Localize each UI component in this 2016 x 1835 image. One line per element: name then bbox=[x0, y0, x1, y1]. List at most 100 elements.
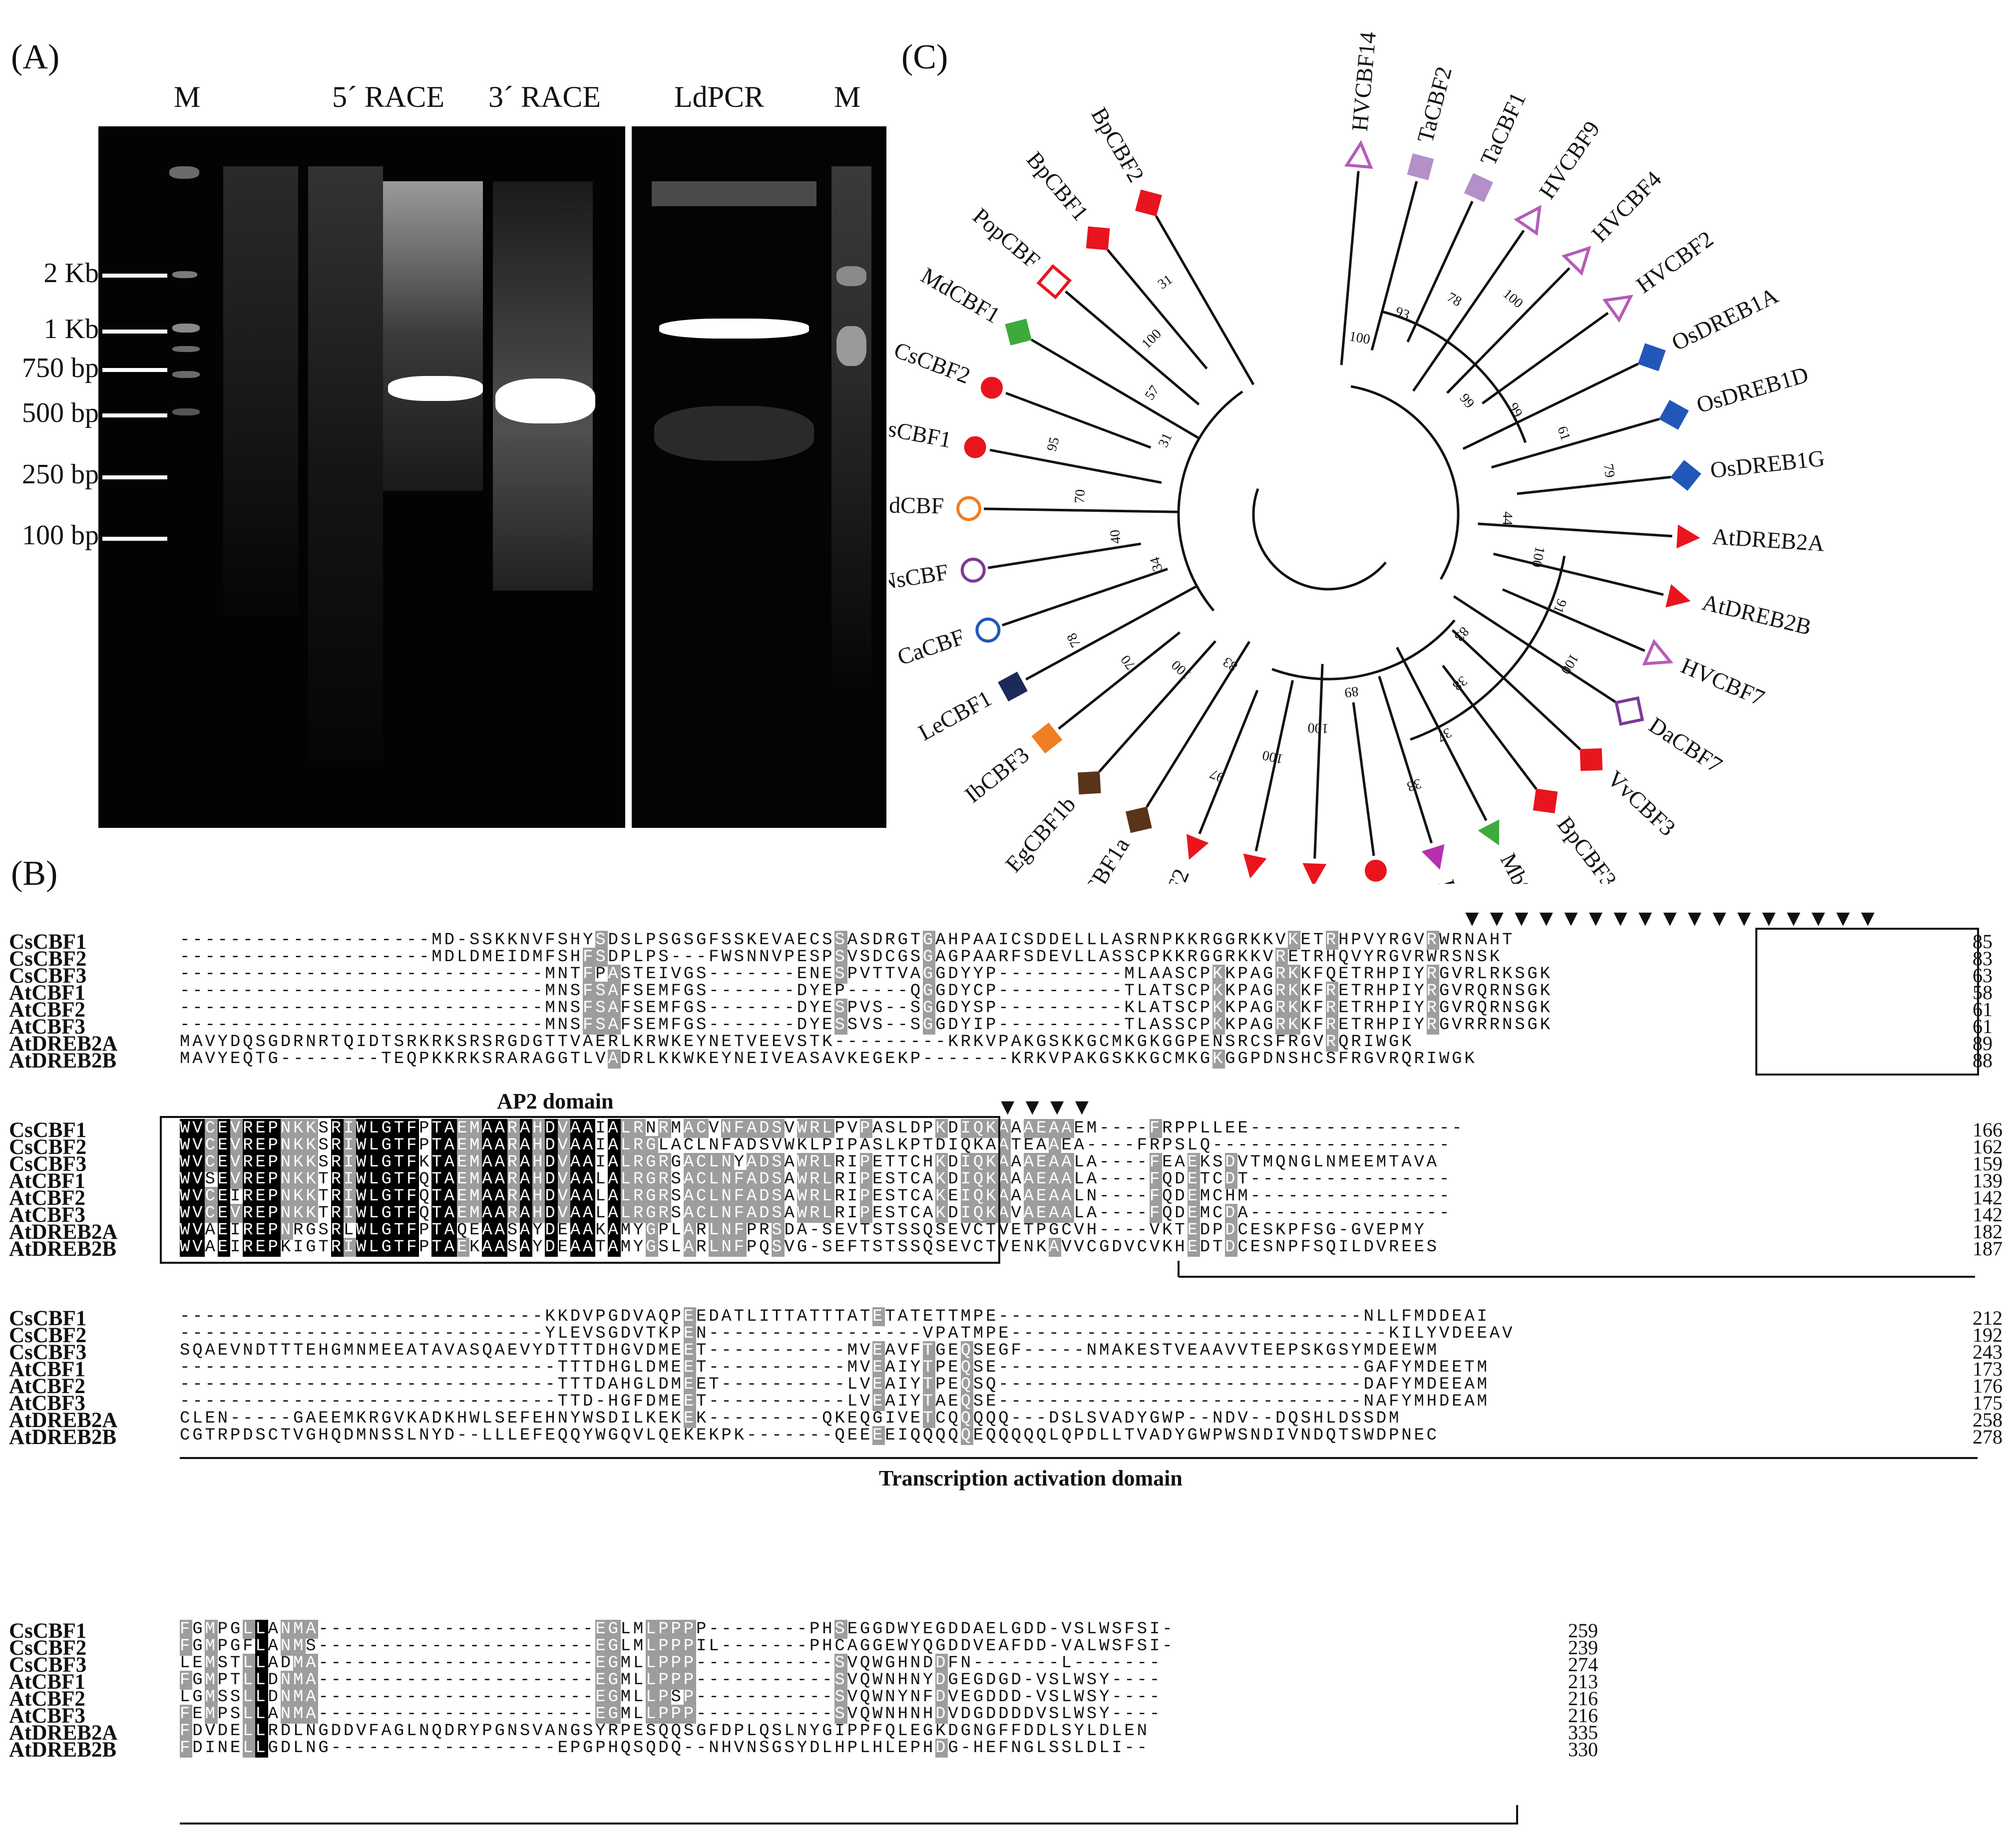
residue-count: 258 bbox=[1973, 1409, 2003, 1431]
bootstrap-value: 57 bbox=[1142, 382, 1163, 403]
tree-branch bbox=[987, 542, 1142, 569]
residue-count: 330 bbox=[1568, 1738, 1598, 1761]
red-diamond-icon bbox=[1533, 788, 1558, 813]
sequence-row: WVCEVREPNKKTRIWLGTFQTAEMAARAHDVAALALRGRS… bbox=[180, 1204, 1452, 1223]
marker-tick bbox=[102, 537, 167, 541]
residue-count: 142 bbox=[1973, 1186, 2003, 1209]
tree-branch bbox=[1406, 201, 1474, 343]
residue-count: 278 bbox=[1973, 1426, 2003, 1448]
sequence-row: FGMPGFLANMS----------------------EGLMLPP… bbox=[180, 1637, 1175, 1656]
leaf-label: BpCBF3 bbox=[1552, 812, 1621, 884]
residue-count: 335 bbox=[1568, 1721, 1598, 1744]
leaf-label: MbCBF1 bbox=[1496, 849, 1558, 884]
violet-open-triangle-icon bbox=[1602, 295, 1633, 323]
sequence-name: CsCBF3 bbox=[9, 1653, 87, 1677]
sequence-name: CsCBF3 bbox=[9, 1341, 87, 1364]
red-triangle-icon bbox=[1186, 834, 1209, 860]
tree-branch bbox=[1030, 339, 1200, 440]
leaf-label: NsCBF bbox=[889, 559, 950, 595]
conserved-residue-markers: ▼▼▼▼ bbox=[996, 1094, 1096, 1119]
sequence-row: CGTRPDSCTVGHQDMNSSLNYD--LLLEFEQQYWGQVLQE… bbox=[180, 1426, 1439, 1445]
marker-tick bbox=[102, 368, 167, 372]
sequence-row: FGMPGLLANMA----------------------EGLMLPP… bbox=[180, 1620, 1175, 1639]
tree-branch bbox=[1462, 363, 1639, 450]
leaf-label: AtDREB2A bbox=[1711, 523, 1825, 556]
magenta-triangle-icon bbox=[1421, 844, 1445, 870]
leaf-label: HVCBF2 bbox=[1631, 226, 1718, 298]
sequence-row: FDVDELLRDLNGDDVFAGLNQDRYPGNSVANGSYRPESQQ… bbox=[180, 1722, 1150, 1741]
sequence-name: CsCBF1 bbox=[9, 1307, 87, 1330]
orange-open-circle-icon bbox=[956, 496, 982, 521]
brown-diamond-icon bbox=[1078, 771, 1101, 795]
bootstrap-value: 99 bbox=[1505, 400, 1526, 420]
tree-branch bbox=[1442, 665, 1538, 790]
tree-branch bbox=[1271, 619, 1456, 681]
red-triangle-icon bbox=[1665, 584, 1691, 608]
bootstrap-value: 70 bbox=[1072, 489, 1088, 504]
sequence-row: -----------------------------YLEVSGDVTKP… bbox=[180, 1324, 1515, 1343]
sequence-name: CsCBF1 bbox=[9, 930, 87, 954]
tree-branch bbox=[1446, 267, 1571, 394]
bootstrap-value: 100 bbox=[1558, 651, 1582, 677]
tree-branch bbox=[1370, 181, 1418, 351]
tree-branch bbox=[1451, 629, 1582, 750]
tree-branch bbox=[989, 448, 1162, 484]
leaf-label: PaCBF1 bbox=[1434, 877, 1481, 884]
sequence-name: AtCBF1 bbox=[9, 1358, 85, 1381]
residue-count: 61 bbox=[1973, 998, 1993, 1021]
lane-label-ldpcr: LdPCR bbox=[674, 80, 765, 113]
residue-count: 173 bbox=[1973, 1358, 2003, 1380]
tree-branch bbox=[1177, 390, 1243, 612]
sequence-name: CsCBF3 bbox=[9, 964, 87, 988]
sequence-row: WVAEIREPNRGSRLWLGTFPTAQEAASAYDEAAKAMYGPL… bbox=[180, 1221, 1427, 1240]
sequence-row: -----------------------------MNSFSAFSEMF… bbox=[180, 982, 1553, 1001]
bootstrap-value: 99 bbox=[1457, 390, 1478, 411]
residue-count: 216 bbox=[1568, 1704, 1598, 1727]
activation-domain-line bbox=[180, 1457, 1978, 1459]
sequence-row: -----------------------------MNSFSAFSEMF… bbox=[180, 999, 1553, 1018]
tree-branch bbox=[1001, 568, 1168, 627]
navy-square-icon bbox=[998, 672, 1028, 702]
leaf-label: HVCBF7 bbox=[1677, 653, 1768, 711]
violet-open-triangle-icon bbox=[1514, 205, 1542, 236]
green-diamond-icon bbox=[1005, 319, 1032, 346]
tree-branch bbox=[1106, 249, 1208, 369]
sequence-name: AtCBF2 bbox=[9, 1186, 85, 1210]
red-open-square-icon bbox=[1036, 264, 1072, 300]
marker-label-1kb: 1 Kb bbox=[43, 314, 99, 345]
tree-branch bbox=[1481, 312, 1609, 404]
residue-count: 83 bbox=[1973, 947, 1993, 970]
residue-count: 176 bbox=[1973, 1375, 2003, 1397]
activation-domain-line bbox=[180, 1823, 1518, 1825]
sequence-row: ------------------------------TTTDHGLDME… bbox=[180, 1358, 1490, 1377]
sequence-name: AtDREB2A bbox=[9, 1409, 118, 1432]
residue-count: 175 bbox=[1973, 1392, 2003, 1414]
sequence-name: AtCBF2 bbox=[9, 1687, 85, 1711]
bootstrap-value: 31 bbox=[1156, 430, 1176, 449]
leaf-label: VvCBF3 bbox=[1603, 765, 1680, 841]
red-diamond-icon bbox=[1580, 748, 1603, 771]
sequence-name: AtCBF1 bbox=[9, 981, 85, 1005]
residue-count: 63 bbox=[1973, 964, 1993, 987]
residue-count: 139 bbox=[1973, 1169, 2003, 1192]
residue-count: 216 bbox=[1568, 1687, 1598, 1710]
bootstrap-value: 100 bbox=[1348, 329, 1371, 348]
bootstrap-value: 78 bbox=[1064, 631, 1084, 650]
sequence-row: --------------------MD-SSKKNVFSHYSDSLPSG… bbox=[180, 931, 1515, 950]
bootstrap-value: 61 bbox=[1554, 424, 1573, 443]
residue-count: 212 bbox=[1973, 1307, 2003, 1329]
red-circle-icon bbox=[964, 436, 986, 458]
sequence-row: ------------------------------TTD-HGFDME… bbox=[180, 1392, 1490, 1411]
residue-count: 89 bbox=[1973, 1032, 1993, 1055]
tree-branch bbox=[1340, 171, 1360, 366]
leaf-label: PopCBF bbox=[968, 203, 1045, 273]
marker-label-500bp: 500 bp bbox=[22, 397, 99, 428]
bootstrap-value: 83 bbox=[1451, 624, 1472, 645]
sequence-row: --------------------MDLDMEIDMFSHFSDPLPS-… bbox=[180, 948, 1502, 967]
purple-open-diamond-icon bbox=[1614, 696, 1644, 726]
bootstrap-value: 70 bbox=[1118, 652, 1139, 673]
sequence-row: WVCEVREPNKKSRIWLGTFKTAEMAARAHDVAAIALRGRG… bbox=[180, 1153, 1439, 1172]
tree-branch bbox=[1478, 522, 1672, 538]
sequence-name: CsCBF3 bbox=[9, 1152, 87, 1176]
